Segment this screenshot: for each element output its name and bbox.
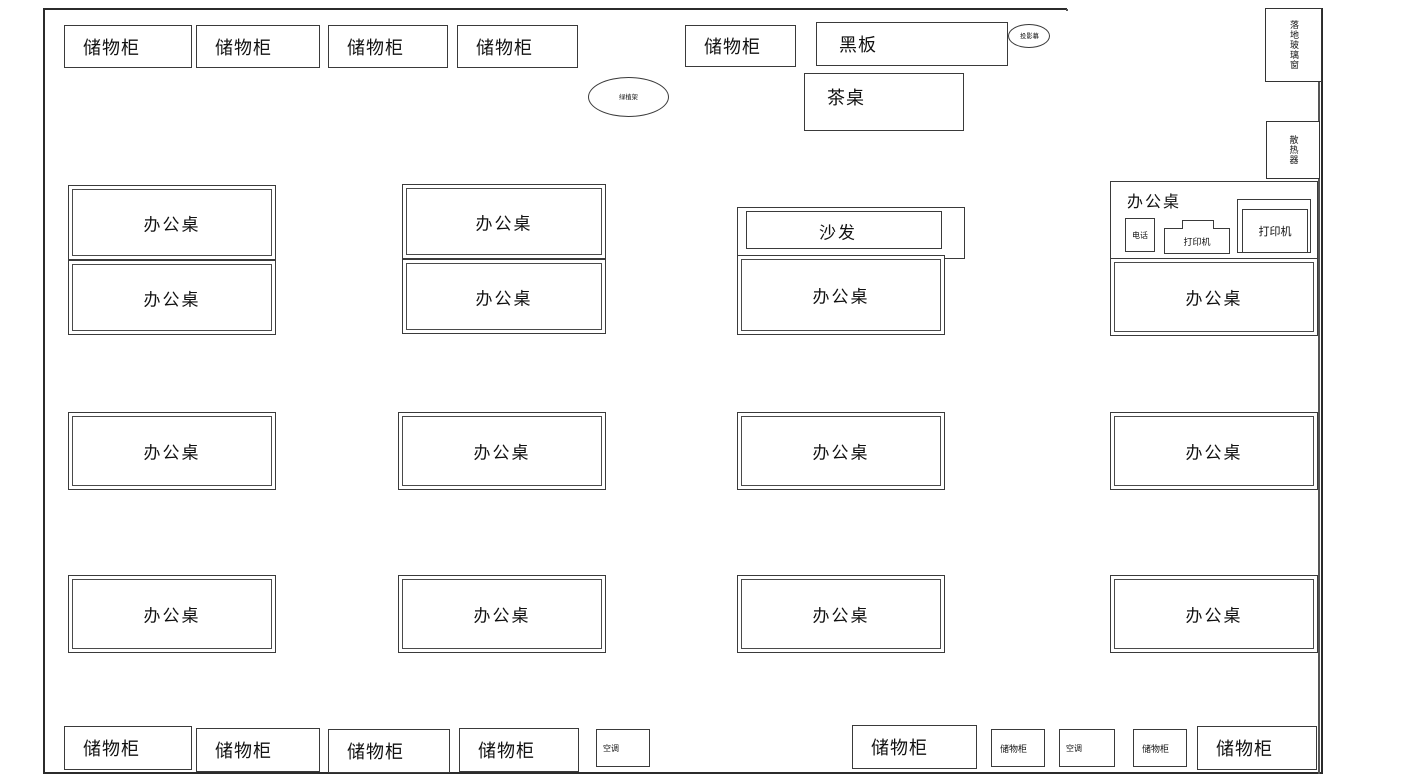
desk-top[interactable]: 办公桌 (68, 185, 276, 260)
desk-label: 办公桌 (1185, 289, 1243, 310)
locker-label: 储物柜 (478, 741, 535, 762)
wall-right (1321, 8, 1323, 774)
locker-top-2[interactable]: 储物柜 (196, 25, 320, 68)
phone-label: 电话 (1132, 230, 1148, 240)
tea-table[interactable]: 茶桌 (804, 73, 964, 131)
projector-label: 投影幕 (1019, 32, 1039, 40)
desk-r2-c4[interactable]: 办公桌 (1110, 412, 1318, 490)
desk-under-station[interactable]: 办公桌 (1110, 258, 1318, 336)
locker-bottom-3[interactable]: 储物柜 (328, 729, 450, 773)
station-label: 办公桌 (1127, 192, 1182, 211)
locker-bottom-2[interactable]: 储物柜 (196, 728, 320, 772)
locker-label: 储物柜 (83, 739, 140, 760)
desk-label: 办公桌 (812, 606, 870, 627)
locker-label: 储物柜 (215, 37, 272, 59)
desk-label: 办公桌 (143, 443, 201, 464)
blackboard-label: 黑板 (839, 35, 877, 56)
window-box[interactable]: 落地玻璃窗 (1265, 8, 1322, 82)
desk-r3-c3[interactable]: 办公桌 (737, 575, 945, 653)
heater-label: 散热器 (1287, 135, 1298, 165)
air-conditioner-label: 空调 (1066, 743, 1082, 753)
desk-r2-c3[interactable]: 办公桌 (737, 412, 945, 490)
plant-stand-ellipse[interactable]: 绿植架 (588, 77, 669, 117)
locker-label: 储物柜 (347, 742, 404, 763)
desk-r2-c1[interactable]: 办公桌 (68, 412, 276, 490)
locker-label: 储物柜 (1216, 739, 1273, 760)
plant-stand-label: 绿植架 (619, 93, 638, 101)
blackboard[interactable]: 黑板 (816, 22, 1008, 66)
wall-left (43, 8, 45, 774)
desk-label: 办公桌 (812, 287, 870, 308)
locker-top-5[interactable]: 储物柜 (685, 25, 796, 67)
sofa-label: 沙发 (819, 223, 857, 244)
desk-label: 办公桌 (143, 290, 201, 310)
desk-r3-c4[interactable]: 办公桌 (1110, 575, 1318, 653)
locker-label: 储物柜 (83, 37, 140, 59)
printer-inner-frame: 打印机 (1242, 209, 1308, 253)
desk-label: 办公桌 (473, 606, 531, 627)
wall-right-inner (1318, 80, 1320, 774)
locker-label: 储物柜 (215, 741, 272, 762)
desk-label: 办公桌 (143, 606, 201, 627)
locker-bottom-1[interactable]: 储物柜 (64, 726, 192, 770)
desk-pair-left[interactable]: 办公桌 办公桌 (68, 185, 276, 335)
wall-top-right-stub (1066, 9, 1068, 11)
desk-label: 办公桌 (473, 443, 531, 464)
heater-box[interactable]: 散热器 (1266, 121, 1320, 179)
desk-pair-center[interactable]: 办公桌 办公桌 (402, 184, 606, 334)
locker-bottom-5[interactable]: 储物柜 (852, 725, 977, 769)
printer-box-small[interactable]: 打印机 (1164, 228, 1230, 254)
locker-label: 储物柜 (871, 738, 928, 759)
desk-label: 办公桌 (475, 214, 533, 234)
printer-label: 打印机 (1258, 225, 1292, 238)
wall-top (43, 8, 1067, 10)
desk-bottom[interactable]: 办公桌 (402, 259, 606, 334)
printer-box-large[interactable]: 打印机 (1237, 199, 1311, 253)
desk-label: 办公桌 (1185, 606, 1243, 627)
air-conditioner-label: 空调 (603, 743, 619, 753)
locker-bottom-8[interactable]: 储物柜 (1197, 726, 1317, 770)
desk-label: 办公桌 (812, 443, 870, 464)
locker-bottom-7[interactable]: 储物柜 (1133, 729, 1187, 767)
desk-under-sofa[interactable]: 办公桌 (737, 255, 945, 335)
desk-label: 办公桌 (143, 215, 201, 235)
locker-top-3[interactable]: 储物柜 (328, 25, 448, 68)
desk-r3-c2[interactable]: 办公桌 (398, 575, 606, 653)
sofa[interactable]: 沙发 (737, 207, 965, 259)
locker-bottom-6[interactable]: 储物柜 (991, 729, 1045, 767)
air-conditioner-1[interactable]: 空调 (596, 729, 650, 767)
air-conditioner-2[interactable]: 空调 (1059, 729, 1115, 767)
printer-label: 打印机 (1183, 237, 1211, 248)
locker-label: 储物柜 (1142, 744, 1170, 755)
locker-bottom-4[interactable]: 储物柜 (459, 728, 579, 772)
locker-top-4[interactable]: 储物柜 (457, 25, 578, 68)
locker-label: 储物柜 (476, 37, 533, 59)
tea-table-label: 茶桌 (827, 88, 865, 109)
printer-station[interactable]: 办公桌 电话 打印机 打印机 (1110, 181, 1318, 259)
desk-label: 办公桌 (475, 289, 533, 309)
phone-box[interactable]: 电话 (1125, 218, 1155, 252)
locker-label: 储物柜 (347, 37, 404, 59)
locker-label: 储物柜 (1000, 744, 1028, 755)
desk-r2-c2[interactable]: 办公桌 (398, 412, 606, 490)
locker-top-1[interactable]: 储物柜 (64, 25, 192, 68)
desk-r3-c1[interactable]: 办公桌 (68, 575, 276, 653)
desk-bottom[interactable]: 办公桌 (68, 260, 276, 335)
printer-tray (1182, 220, 1214, 229)
window-label: 落地玻璃窗 (1288, 20, 1298, 70)
wall-bottom (43, 772, 1323, 774)
desk-label: 办公桌 (1185, 443, 1243, 464)
projector-screen-ellipse[interactable]: 投影幕 (1008, 24, 1050, 48)
desk-top[interactable]: 办公桌 (402, 184, 606, 259)
locker-label: 储物柜 (704, 37, 761, 58)
